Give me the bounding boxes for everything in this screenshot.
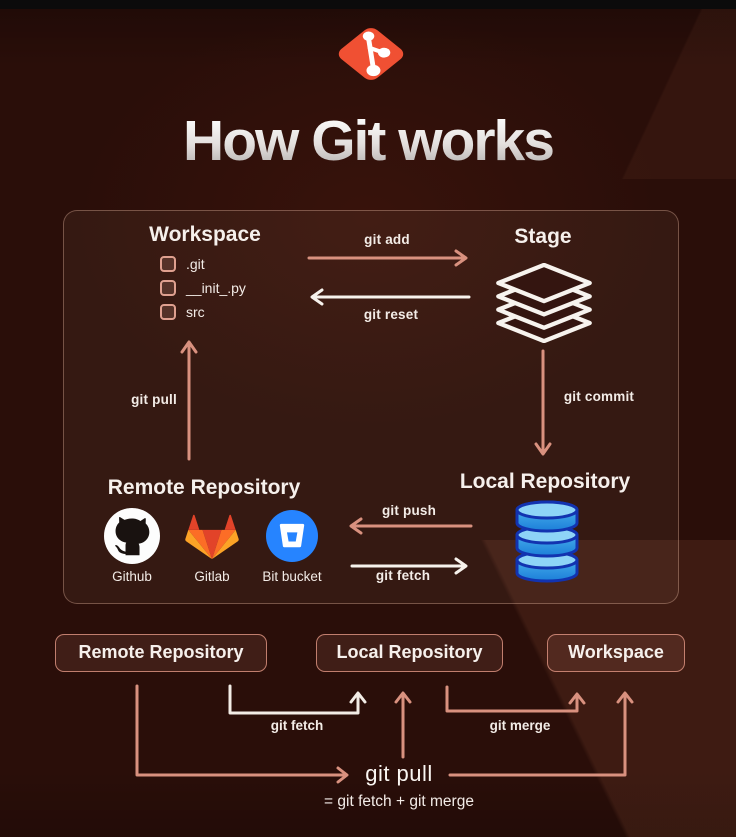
- file-name: __init_.py: [186, 280, 246, 296]
- file-name: .git: [186, 256, 205, 272]
- provider-list: Github Gitlab: [92, 507, 332, 584]
- provider-github: Github: [92, 507, 172, 584]
- remote-repository-box: Remote Repository: [55, 634, 267, 672]
- file-name: src: [186, 304, 205, 320]
- git-fetch-bottom-label: git fetch: [270, 718, 324, 733]
- git-pull-bottom-label: git pull: [365, 761, 433, 786]
- local-repository-title: Local Repository: [459, 470, 631, 493]
- workspace-title: Workspace: [149, 223, 261, 246]
- workspace-file-list: .git __init_.py src: [160, 252, 246, 324]
- git-pull-up-arrow: [394, 691, 412, 759]
- provider-bitbucket: Bit bucket: [252, 507, 332, 584]
- git-pull-path-left: [135, 684, 349, 784]
- file-checkbox-icon: [160, 280, 176, 296]
- git-pull-label: git pull: [131, 392, 177, 407]
- remote-repository-title: Remote Repository: [107, 476, 301, 499]
- provider-gitlab: Gitlab: [172, 507, 252, 584]
- git-pull-path-right: [448, 691, 634, 777]
- file-row: __init_.py: [160, 276, 246, 300]
- file-checkbox-icon: [160, 304, 176, 320]
- git-commit-label: git commit: [563, 389, 635, 404]
- git-add-arrow: [307, 249, 468, 267]
- local-repository-box: Local Repository: [316, 634, 503, 672]
- git-push-arrow: [349, 517, 473, 535]
- database-icon: [515, 500, 579, 583]
- git-logo-icon: [338, 28, 404, 80]
- git-merge-bracket-arrow: [445, 685, 586, 713]
- git-push-label: git push: [381, 503, 437, 518]
- git-fetch-label: git fetch: [375, 568, 431, 583]
- provider-label: Bit bucket: [262, 569, 322, 584]
- top-black-bar: [0, 0, 736, 9]
- layers-icon: [496, 263, 592, 343]
- git-reset-arrow: [310, 288, 471, 306]
- git-pull-equation: = git fetch + git merge: [324, 793, 474, 810]
- git-reset-label: git reset: [363, 307, 419, 322]
- git-merge-bottom-label: git merge: [489, 718, 551, 733]
- github-icon: [104, 507, 160, 564]
- provider-label: Gitlab: [194, 569, 230, 584]
- workspace-box: Workspace: [547, 634, 685, 672]
- stage-title: Stage: [514, 225, 572, 248]
- git-fetch-bracket-arrow: [228, 684, 367, 715]
- bitbucket-icon: [266, 509, 318, 562]
- provider-label: Github: [112, 569, 152, 584]
- file-checkbox-icon: [160, 256, 176, 272]
- gitlab-icon: [185, 514, 239, 559]
- page-title: How Git works: [0, 108, 736, 174]
- git-workflow-panel: Workspace .git __init_.py src git add gi…: [63, 210, 679, 604]
- file-row: src: [160, 300, 246, 324]
- git-add-label: git add: [364, 232, 410, 247]
- file-row: .git: [160, 252, 246, 276]
